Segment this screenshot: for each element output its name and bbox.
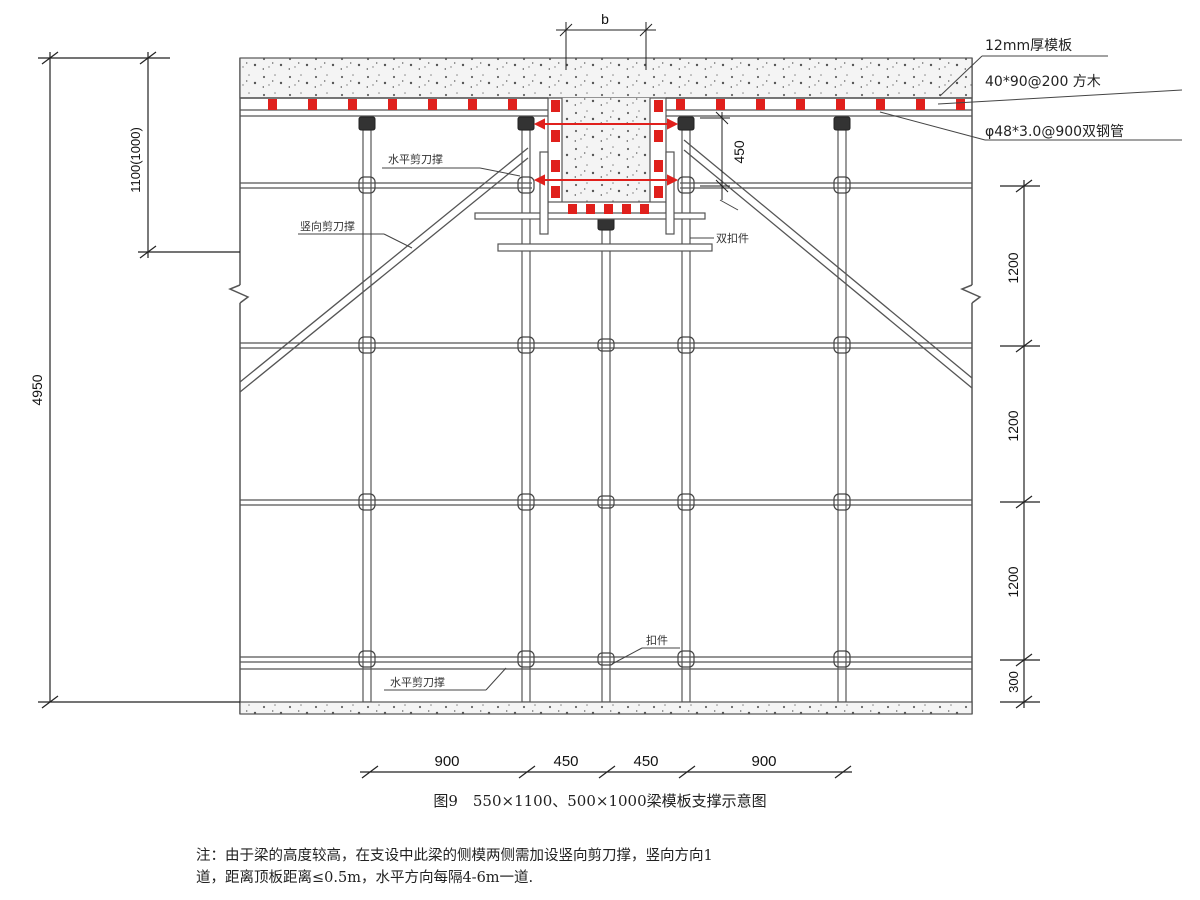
steel-pipe-label: φ48*3.0@900双钢管 bbox=[985, 124, 1124, 140]
coupler bbox=[517, 493, 535, 511]
timber-joist bbox=[716, 99, 725, 110]
timber-joist bbox=[308, 99, 317, 110]
timber-joist bbox=[836, 99, 845, 110]
dim-bottom-4: 900 bbox=[751, 753, 776, 770]
coupler bbox=[677, 176, 695, 194]
leader-lines bbox=[298, 55, 1183, 691]
coupler bbox=[833, 336, 851, 354]
double-fastener-label: 双扣件 bbox=[716, 231, 749, 245]
horizontal-brace-top-label: 水平剪刀撑 bbox=[388, 152, 443, 166]
timber-joist bbox=[428, 99, 437, 110]
beam-concrete bbox=[547, 97, 667, 217]
coupler bbox=[833, 176, 851, 194]
coupler bbox=[358, 493, 376, 511]
timber-joist bbox=[916, 99, 925, 110]
dim-450-beam bbox=[700, 111, 730, 200]
coupler bbox=[358, 650, 376, 668]
figure-note: 注：由于梁的高度较高，在支设中此梁的侧模两侧需加设竖向剪刀撑，竖向方向1 道，距… bbox=[196, 845, 1096, 889]
vertical-brace-label: 竖向剪刀撑 bbox=[300, 219, 355, 233]
timber-joists bbox=[268, 99, 965, 110]
dim-bottom-1: 900 bbox=[434, 753, 459, 770]
coupler bbox=[358, 336, 376, 354]
top-slab bbox=[239, 57, 973, 99]
dim-bottom bbox=[360, 765, 852, 779]
timber-joist bbox=[468, 99, 477, 110]
timber-joist bbox=[348, 99, 357, 110]
dim-bottom-3: 450 bbox=[633, 753, 658, 770]
coupler bbox=[597, 652, 615, 666]
top-jacks bbox=[358, 116, 851, 231]
dim-right-3: 1200 bbox=[1005, 566, 1021, 597]
timber-joist bbox=[956, 99, 965, 110]
fastener-label: 扣件 bbox=[646, 633, 668, 647]
note-line-1: 注：由于梁的高度较高，在支设中此梁的侧模两侧需加设竖向剪刀撑，竖向方向1 bbox=[196, 848, 713, 864]
coupler bbox=[833, 493, 851, 511]
dim-450-beam-text: 450 bbox=[731, 140, 747, 164]
timber-joist bbox=[756, 99, 765, 110]
timber-joist bbox=[508, 99, 517, 110]
coupler bbox=[597, 495, 615, 509]
figure-caption: 图9 550×1100、500×1000梁模板支撑示意图 bbox=[433, 792, 767, 810]
plywood-label: 12mm厚模板 bbox=[985, 38, 1072, 54]
horizontal-brace-bottom-label: 水平剪刀撑 bbox=[390, 675, 445, 689]
dim-right bbox=[1000, 179, 1040, 709]
coupler bbox=[597, 338, 615, 352]
coupler bbox=[517, 336, 535, 354]
coupler bbox=[833, 650, 851, 668]
ground-slab bbox=[239, 701, 973, 715]
note-line-2: 道，距离顶板距离≤0.5m，水平方向每隔4-6m一道. bbox=[196, 870, 534, 886]
dim-right-1: 1200 bbox=[1005, 252, 1021, 283]
b-label: b bbox=[601, 11, 609, 27]
coupler bbox=[517, 650, 535, 668]
coupler bbox=[517, 176, 535, 194]
dim-right-4: 300 bbox=[1006, 671, 1021, 693]
timber-label: 40*90@200 方木 bbox=[985, 74, 1101, 90]
timber-joist bbox=[676, 99, 685, 110]
couplers bbox=[358, 176, 851, 668]
dim-left bbox=[38, 51, 240, 709]
dim-right-2: 1200 bbox=[1005, 410, 1021, 441]
vertical-scissor-braces bbox=[239, 139, 973, 393]
timber-joist bbox=[268, 99, 277, 110]
coupler bbox=[677, 650, 695, 668]
dim-left-total: 4950 bbox=[29, 374, 45, 405]
coupler bbox=[677, 493, 695, 511]
dim-bottom-2: 450 bbox=[553, 753, 578, 770]
beam-ties bbox=[533, 118, 679, 186]
coupler bbox=[677, 336, 695, 354]
timber-joist bbox=[796, 99, 805, 110]
coupler bbox=[358, 176, 376, 194]
beam-side-studs bbox=[551, 100, 663, 214]
timber-joist bbox=[876, 99, 885, 110]
dim-b bbox=[556, 22, 656, 70]
timber-joist bbox=[388, 99, 397, 110]
dim-left-beam: 1100(1000) bbox=[128, 127, 143, 193]
